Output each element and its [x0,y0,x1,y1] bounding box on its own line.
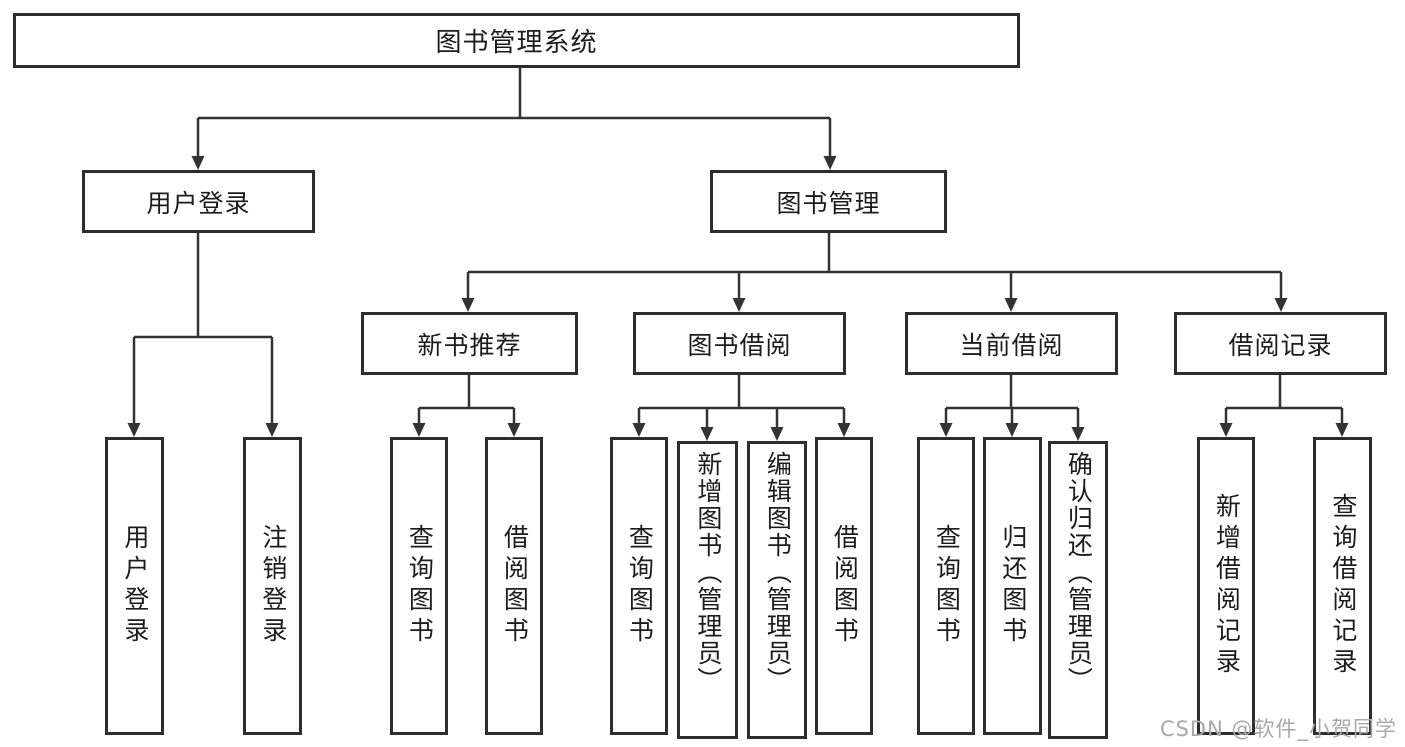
leaf-add-book-admin: 新增图书（管理员） [677,441,738,739]
leaf-label: 新增借阅记录 [1212,493,1242,679]
arrowheads [127,156,1349,441]
node-new-book-recommendation: 新书推荐 [361,312,578,375]
node-user-login: 用户登录 [82,170,315,233]
leaf-borrow-books-recommend: 借阅图书 [485,437,543,735]
leaf-label: 查询借阅记录 [1328,493,1358,679]
leaf-label: 查询图书 [405,524,435,648]
node-library-management-system: 图书管理系统 [13,13,1020,68]
leaf-search-borrow-record: 查询借阅记录 [1313,437,1372,735]
leaf-borrow-books-borrowing: 借阅图书 [815,437,873,735]
leaf-search-books-current: 查询图书 [917,437,975,735]
leaf-confirm-return-admin: 确认归还（管理员） [1048,441,1108,739]
node-book-management: 图书管理 [710,170,947,233]
node-current-borrowing: 当前借阅 [905,312,1118,375]
leaf-label: 编辑图书（管理员） [763,451,793,694]
leaf-search-books-recommend: 查询图书 [390,437,448,735]
node-book-borrowing: 图书借阅 [633,312,846,375]
leaf-logout: 注销登录 [243,437,302,735]
leaf-add-borrow-record: 新增借阅记录 [1197,437,1255,735]
leaf-label: 查询图书 [932,524,962,648]
leaf-label: 新增图书（管理员） [693,451,723,694]
leaf-return-book: 归还图书 [983,437,1042,735]
leaf-label: 归还图书 [998,524,1028,648]
watermark: CSDN @软件_小贺同学 [1159,717,1397,741]
leaf-label: 查询图书 [625,524,655,648]
leaf-label: 借阅图书 [500,524,530,648]
node-borrowing-records: 借阅记录 [1174,312,1387,375]
leaf-label: 借阅图书 [830,524,860,648]
leaf-label: 用户登录 [120,524,150,648]
leaf-user-login: 用户登录 [105,437,164,735]
leaf-search-books-borrowing: 查询图书 [610,437,668,735]
leaf-label: 注销登录 [258,524,288,648]
leaf-label: 确认归还（管理员） [1064,451,1094,694]
leaf-edit-book-admin: 编辑图书（管理员） [747,441,807,739]
